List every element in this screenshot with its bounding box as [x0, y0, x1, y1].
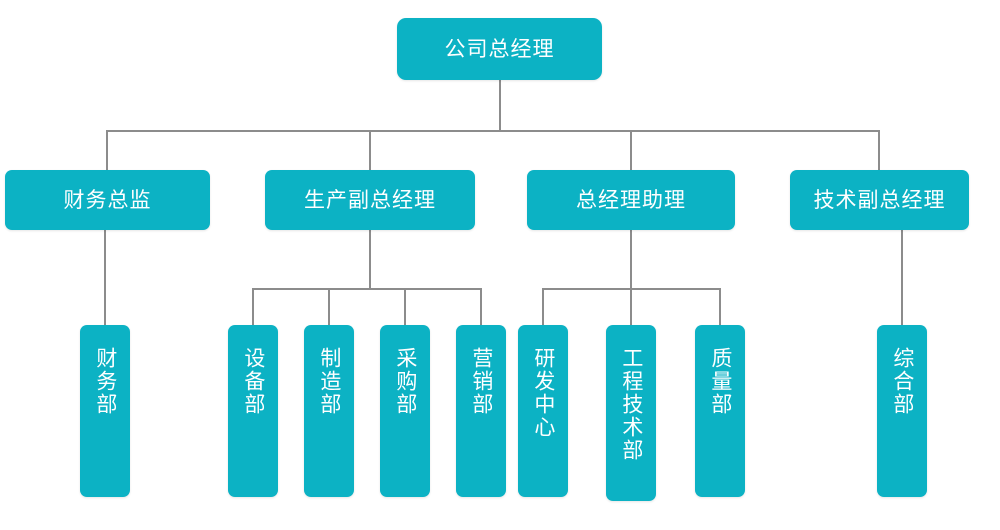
node-dept-marketing-label: 营销部: [469, 347, 494, 416]
node-dept-quality-label: 质量部: [708, 347, 733, 416]
connector-root-stem: [499, 80, 501, 131]
node-cfo-label: 财务总监: [63, 187, 152, 212]
connector-gm-assist-stem: [630, 230, 632, 289]
node-vp-tech-label: 技术副总经理: [813, 187, 946, 212]
node-dept-rnd[interactable]: 研发中心: [518, 325, 568, 497]
node-dept-engineer-label: 工程技术部: [619, 347, 644, 462]
connector-drop-cfo: [106, 130, 108, 171]
connector-main-bus: [106, 130, 880, 132]
node-dept-purchase-label: 采购部: [393, 347, 418, 416]
connector-drop-quality: [719, 288, 721, 326]
node-dept-rnd-label: 研发中心: [531, 347, 556, 439]
node-dept-engineer[interactable]: 工程技术部: [606, 325, 656, 501]
node-cfo[interactable]: 财务总监: [5, 170, 210, 230]
node-dept-equipment-label: 设备部: [241, 347, 266, 416]
node-gm-assist-label: 总经理助理: [576, 187, 686, 212]
node-dept-purchase[interactable]: 采购部: [380, 325, 430, 497]
node-dept-finance-label: 财务部: [93, 347, 118, 416]
connector-drop-vp-prod: [369, 130, 371, 171]
node-dept-marketing[interactable]: 营销部: [456, 325, 506, 497]
connector-vp-prod-stem: [369, 230, 371, 289]
node-vp-prod[interactable]: 生产副总经理: [265, 170, 475, 230]
connector-drop-manufact: [328, 288, 330, 326]
node-gm-label: 公司总经理: [444, 36, 555, 61]
node-vp-tech[interactable]: 技术副总经理: [790, 170, 969, 230]
connector-drop-engineer: [630, 288, 632, 326]
connector-vp-prod-bus: [252, 288, 481, 290]
node-gm-assist[interactable]: 总经理助理: [527, 170, 735, 230]
connector-vp-tech-to-general: [901, 230, 903, 326]
connector-drop-purchase: [404, 288, 406, 326]
node-dept-quality[interactable]: 质量部: [695, 325, 745, 497]
node-dept-manufact-label: 制造部: [317, 347, 342, 416]
node-dept-manufact[interactable]: 制造部: [304, 325, 354, 497]
node-gm[interactable]: 公司总经理: [397, 18, 602, 80]
connector-cfo-to-finance: [104, 230, 106, 326]
connector-drop-marketing: [480, 288, 482, 326]
node-dept-finance[interactable]: 财务部: [80, 325, 130, 497]
node-dept-general[interactable]: 综合部: [877, 325, 927, 497]
node-dept-equipment[interactable]: 设备部: [228, 325, 278, 497]
node-vp-prod-label: 生产副总经理: [304, 187, 436, 212]
connector-drop-gm-assist: [630, 130, 632, 171]
connector-drop-equipment: [252, 288, 254, 326]
connector-drop-vp-tech: [878, 130, 880, 171]
connector-drop-rnd: [542, 288, 544, 326]
node-dept-general-label: 综合部: [890, 347, 915, 416]
